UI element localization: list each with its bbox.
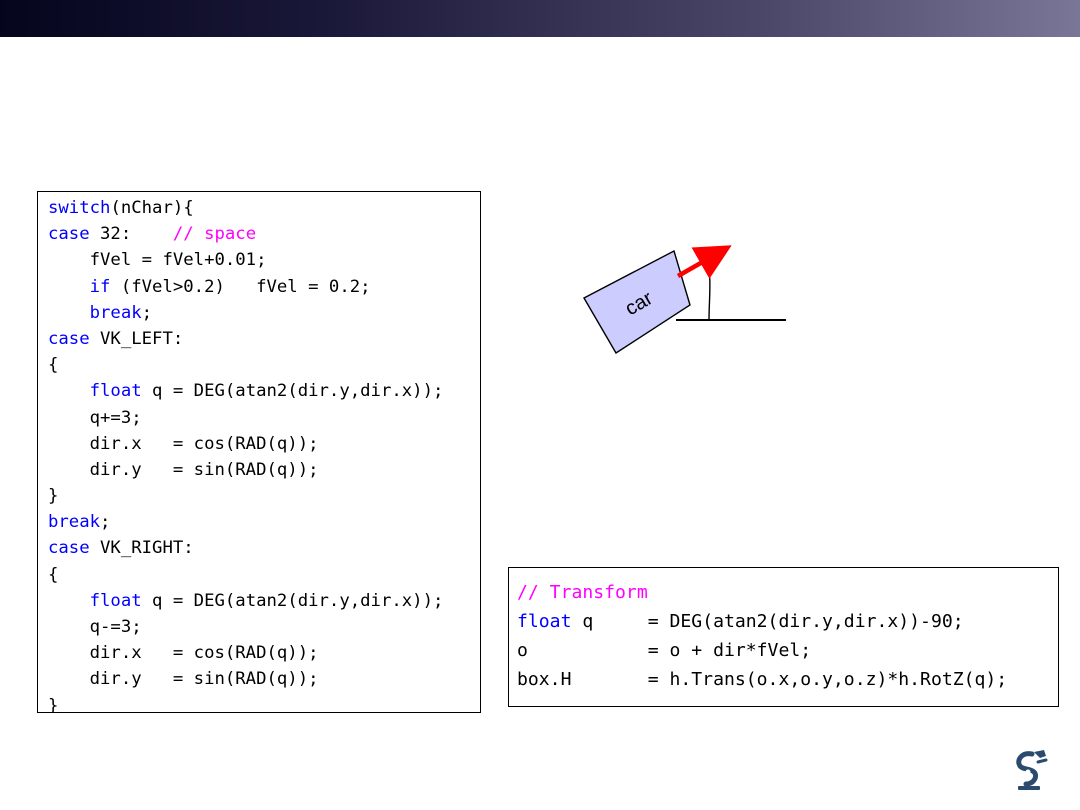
code-comment: // space xyxy=(172,224,257,245)
code-text: q-=3; xyxy=(48,617,142,637)
code-text: q = DEG(atan2(dir.y,dir.x))-90; xyxy=(571,611,964,632)
code-line: box.H = h.Trans(o.x,o.y,o.z)*h.RotZ(q); xyxy=(517,665,1058,694)
code-keyword: float xyxy=(89,590,142,611)
code-text: q = DEG(atan2(dir.y,dir.x)); xyxy=(141,590,444,611)
code-line: case VK_RIGHT: xyxy=(48,535,480,561)
direction-arrow xyxy=(676,245,732,279)
code-line: case 32: // space xyxy=(48,221,480,247)
code-keyword: case xyxy=(48,224,90,245)
code-line: dir.x = cos(RAD(q)); xyxy=(48,640,480,666)
code-line: { xyxy=(48,562,480,588)
diagram-svg: car xyxy=(583,245,786,354)
code-keyword: float xyxy=(89,381,142,402)
code-text xyxy=(48,303,90,323)
code-keyword: if xyxy=(89,276,111,297)
angle-arc xyxy=(707,261,710,321)
code-line: } xyxy=(48,483,480,509)
code-comment: // Transform xyxy=(517,582,648,603)
code-text: ; xyxy=(141,302,153,323)
code-text: dir.y = sin(RAD(q)); xyxy=(48,669,319,690)
code-block-transform: // Transform float q = DEG(atan2(dir.y,di… xyxy=(508,567,1059,707)
code-text: box.H = h.Trans(o.x,o.y,o.z)*h.RotZ(q); xyxy=(517,669,1008,690)
code-line: switch(nChar){ xyxy=(48,195,480,221)
code-keyword: case xyxy=(48,538,90,559)
title-bar xyxy=(0,0,1080,37)
code-text: } xyxy=(48,695,59,713)
car-direction-diagram: car xyxy=(570,240,800,360)
code-line: float q = DEG(atan2(dir.y,dir.x)); xyxy=(48,588,480,614)
code-text: 32: xyxy=(89,224,173,245)
code-line: o = o + dir*fVel; xyxy=(517,636,1058,665)
code-text xyxy=(48,381,90,401)
code-text: (fVel>0.2) fVel = 0.2; xyxy=(110,276,371,297)
code-text: VK_LEFT: xyxy=(89,328,184,349)
code-line: dir.x = cos(RAD(q)); xyxy=(48,431,480,457)
code-line: float q = DEG(atan2(dir.y,dir.x))-90; xyxy=(517,607,1058,636)
code-text xyxy=(48,591,90,611)
code-text: dir.x = cos(RAD(q)); xyxy=(48,433,319,454)
code-keyword: float xyxy=(517,611,572,632)
code-text: dir.y = sin(RAD(q)); xyxy=(48,459,319,480)
code-text: { xyxy=(48,564,59,585)
code-block-switch: switch(nChar){case 32: // space fVel = f… xyxy=(37,191,481,713)
code-line: } xyxy=(48,693,480,713)
code-keyword: case xyxy=(48,328,90,349)
code-line: q-=3; xyxy=(48,614,480,640)
code-line: break; xyxy=(48,300,480,326)
code-text: fVel = fVel+0.01; xyxy=(48,250,267,271)
code-line: { xyxy=(48,352,480,378)
code-text: VK_RIGHT: xyxy=(89,538,194,559)
code-line: break; xyxy=(48,509,480,535)
code-line: if (fVel>0.2) fVel = 0.2; xyxy=(48,274,480,300)
code-text: (nChar){ xyxy=(110,198,194,218)
code-line: dir.y = sin(RAD(q)); xyxy=(48,666,480,692)
code-line: fVel = fVel+0.01; xyxy=(48,247,480,273)
code-text: { xyxy=(48,355,59,376)
code-keyword: break xyxy=(89,302,142,323)
code-text: ; xyxy=(100,512,111,533)
code-line: q+=3; xyxy=(48,405,480,431)
code-line: dir.y = sin(RAD(q)); xyxy=(48,457,480,483)
code-text: } xyxy=(48,486,59,507)
code-text xyxy=(48,277,90,297)
code-text: dir.x = cos(RAD(q)); xyxy=(48,643,319,664)
code-keyword: break xyxy=(48,512,101,533)
robot-arm-logo-icon xyxy=(1010,748,1050,792)
code-text: q+=3; xyxy=(48,407,142,428)
code-line: float q = DEG(atan2(dir.y,dir.x)); xyxy=(48,378,480,404)
code-text: q = DEG(atan2(dir.y,dir.x)); xyxy=(141,381,444,402)
code-text: o = o + dir*fVel; xyxy=(517,640,812,661)
code-keyword: switch xyxy=(48,198,111,218)
car-box xyxy=(583,249,691,354)
code-line: // Transform xyxy=(517,578,1058,607)
code-line: case VK_LEFT: xyxy=(48,326,480,352)
